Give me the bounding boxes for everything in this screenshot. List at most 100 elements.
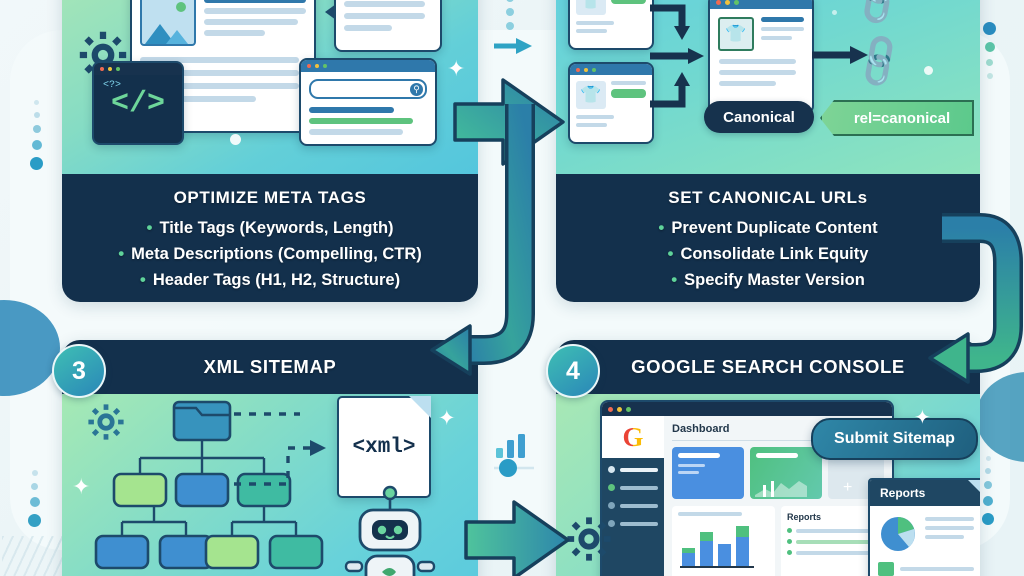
gear-icon [84,400,128,444]
callout-window-mock[interactable] [334,0,442,52]
chain-link-icon: 🔗 [848,31,912,93]
cta-line [611,0,646,4]
minimize-icon[interactable] [584,67,588,72]
arrow-canonical-to-links [812,46,868,64]
decorative-dots-bottom-left [28,470,41,527]
search-input[interactable]: ⚲ [309,79,427,99]
bar-chart-card[interactable] [672,506,775,576]
submit-sitemap-label: Submit Sitemap [834,430,955,447]
arrow-panel2-to-panel3 [430,104,535,376]
panel-3-title: XML SITEMAP [203,356,337,377]
result-url-line [309,118,413,124]
bar-chart-icon [494,434,534,477]
bullet-item: Meta Descriptions (Compelling, CTR) [62,241,478,267]
arrow-duplicates-to-canonical [650,4,704,108]
step-number: 4 [566,356,580,385]
bullet-item: Title Tags (Keywords, Length) [62,215,478,241]
nav-item-label[interactable] [620,503,658,508]
xml-label: <xml> [352,435,416,459]
duplicate-page-card[interactable]: 👕 [568,62,654,144]
decorative-dots-top-right [983,22,996,79]
page-fold-corner [409,396,431,418]
search-console-window[interactable]: G [600,400,894,576]
card-data-line [678,471,699,474]
panel-2-text-block: SET CANONICAL URLs Prevent Duplicate Con… [556,174,980,302]
nav-item-label[interactable] [620,467,658,472]
close-icon[interactable] [608,406,613,412]
minimize-icon[interactable] [108,67,112,71]
gsc-sidebar[interactable]: G [602,416,664,576]
meta-line [204,19,298,25]
text-line [761,36,792,40]
gear-icon [562,512,616,566]
report-line [925,526,974,530]
text-line [344,1,425,7]
nav-item-label[interactable] [620,521,658,526]
nav-item-label[interactable] [620,485,658,490]
reports-document-header: Reports [870,480,980,506]
list-bullet-icon [787,528,792,533]
panel-4-title: GOOGLE SEARCH CONSOLE [631,356,905,377]
plus-icon[interactable]: + [843,479,853,496]
bullet-item: Consolidate Link Equity [556,241,980,267]
metric-card-blue[interactable] [672,447,744,499]
submit-sitemap-button[interactable]: Submit Sitemap [811,418,978,460]
maximize-icon[interactable] [116,67,120,71]
decorative-dots-bottom-right [982,456,994,525]
duplicate-page-card[interactable]: 👕 [568,0,654,50]
minimize-icon[interactable] [617,406,622,412]
text-line [344,13,425,19]
sparkline-icon [755,481,807,497]
cta-line [611,89,646,98]
canonical-master-page[interactable]: 👕 [708,0,814,114]
tshirt-icon: 👕 [576,81,606,109]
report-line [796,550,878,555]
maximize-icon[interactable] [592,67,596,72]
xml-document-icon[interactable]: <xml> [337,396,431,498]
panel-3-header-row: XML SITEMAP [62,340,478,394]
tshirt-icon: 👕 [718,17,754,51]
close-icon[interactable] [576,67,580,72]
list-bullet-icon [787,550,792,555]
panel-optimize-meta-tags[interactable]: <?> </> ⚲ [62,0,478,302]
panel-set-canonical-urls[interactable]: 👕 👕 [556,0,980,302]
title-line [761,17,804,22]
title-tag-line [204,0,306,3]
panel-1-title: OPTIMIZE META TAGS [173,188,367,207]
reports-card[interactable]: Reports [781,506,884,576]
legend-swatch-green [878,562,894,576]
bullet-item: Header Tags (H1, H2, Structure) [62,267,478,293]
panel-3-header [62,340,478,394]
close-icon[interactable] [716,0,721,5]
maximize-icon[interactable] [626,406,631,412]
close-icon[interactable] [307,64,311,68]
chain-link-icon: 🔗 [845,0,913,31]
meta-line [204,30,266,36]
sparkle-icon: ✦ [438,407,456,430]
pie-chart-icon [881,517,915,551]
maximize-icon[interactable] [734,0,739,5]
arrow-panel2-to-panel4 [928,213,1023,384]
panel-google-search-console[interactable]: GOOGLE SEARCH CONSOLE G [556,340,980,576]
step-badge-3: 3 [52,344,106,398]
search-icon[interactable]: ⚲ [410,82,423,96]
code-editor-window[interactable]: <?> </> [92,61,184,145]
step-number: 3 [72,356,86,385]
minimize-icon[interactable] [725,0,730,5]
close-icon[interactable] [100,67,104,71]
maximize-icon[interactable] [323,64,327,68]
body-line [140,70,300,76]
search-result-window[interactable]: ⚲ [299,58,437,146]
reports-document-title: Reports [880,486,926,500]
text-line [576,123,607,127]
reports-document-card[interactable]: Reports [868,478,980,576]
metric-card-green[interactable] [750,447,822,499]
canonical-label-pill: Canonical [704,101,814,133]
panel-1-illustration: <?> </> ⚲ [62,0,478,174]
decorative-dot [832,10,837,15]
callout-pointer [325,4,336,20]
window-titlebar [710,0,812,9]
minimize-icon[interactable] [315,64,319,68]
panel-xml-sitemap[interactable]: XML SITEMAP [62,340,478,576]
